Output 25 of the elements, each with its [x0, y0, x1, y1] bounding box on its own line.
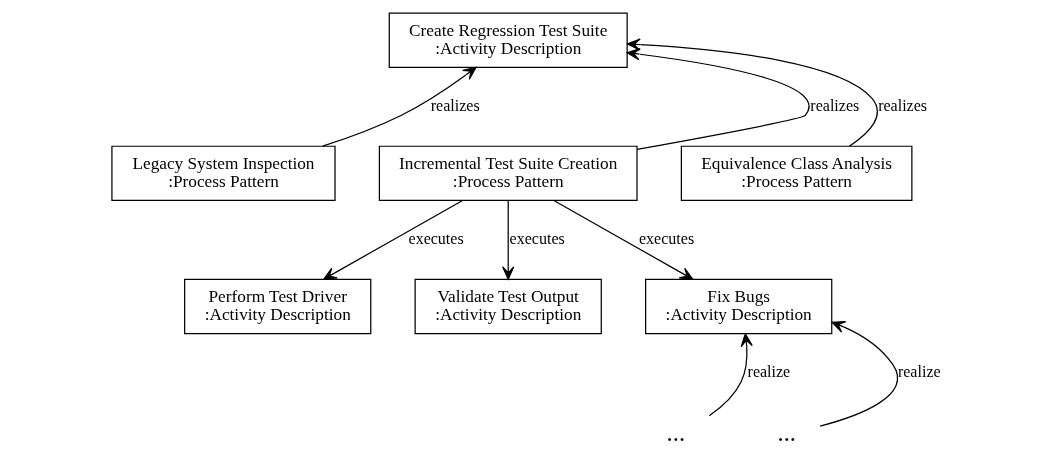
node-box: Perform Test Driver :Activity Description — [184, 278, 372, 335]
node-box: Equivalence Class Analysis :Process Pattern — [680, 145, 913, 202]
arrow — [322, 66, 477, 147]
edge-label: executes — [408, 230, 464, 248]
arrow — [626, 38, 878, 147]
arrow — [626, 48, 810, 151]
arrow — [708, 333, 753, 417]
edge-label: realize — [897, 363, 941, 381]
node-box: Legacy System Inspection :Process Pattern — [111, 145, 336, 202]
arrow — [553, 200, 694, 280]
edge-label: executes — [509, 230, 565, 248]
node-text: ... — [666, 418, 686, 446]
node-box: Validate Test Output :Activity Description — [414, 278, 602, 335]
edge-label: realizes — [878, 97, 928, 114]
edge-label: realizes — [430, 97, 480, 114]
node-text: ... — [777, 418, 797, 446]
edge-label: realizes — [810, 97, 860, 114]
node-box: Incremental Test Suite Creation :Process Pattern — [378, 145, 638, 202]
arrow — [819, 321, 899, 427]
arrow — [502, 200, 515, 280]
edge-label: executes — [639, 230, 695, 248]
edge-label: realize — [747, 363, 791, 381]
arrow — [323, 200, 463, 280]
node-box: Create Regression Test Suite :Activity Description — [388, 12, 628, 68]
node-box: Fix Bugs :Activity Description — [645, 278, 833, 335]
